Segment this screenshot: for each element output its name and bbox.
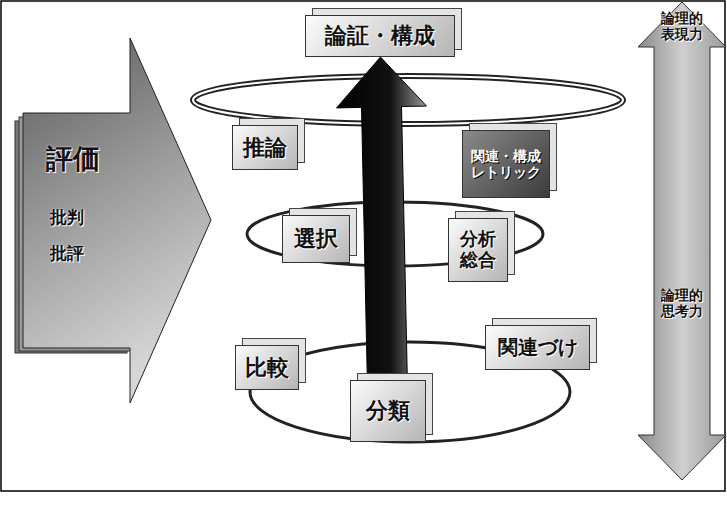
arrow-outline [638,2,726,480]
node-label: 論証・構成 [325,23,435,48]
node-label: 評価 [31,143,115,174]
process-box: 推論 [232,125,298,170]
connector-layer [337,57,427,380]
node-label: 分析 総合 [449,229,507,270]
process-box: 分類 [350,380,426,442]
process-box: 関連・構成 レトリック [462,130,550,198]
arrow-shape: 論理的 表現力論理的 思考力 [638,2,726,480]
node-label: 批判 [35,208,99,228]
node-label: 関連・構成 レトリック [463,148,549,180]
node-label: 選択 [294,226,338,251]
flow-arrow [337,57,427,380]
node-label: 分類 [366,398,410,423]
process-box: 関連づけ [485,325,590,370]
process-box: 論証・構成 [305,15,455,57]
process-box: 選択 [282,215,350,263]
arrow-shape: 評価批判批評 [15,38,215,403]
process-box: 分析 総合 [448,218,508,282]
node-label: 論理的 表現力 [654,10,710,42]
node-label: 推論 [243,135,287,160]
node-label: 批評 [35,244,99,264]
frame-border [1,1,725,491]
process-box: 比較 [235,345,299,390]
node-label: 論理的 思考力 [654,287,710,319]
node-label: 関連づけ [498,336,578,359]
node-label: 比較 [245,355,289,380]
arrow-outline [15,38,215,403]
